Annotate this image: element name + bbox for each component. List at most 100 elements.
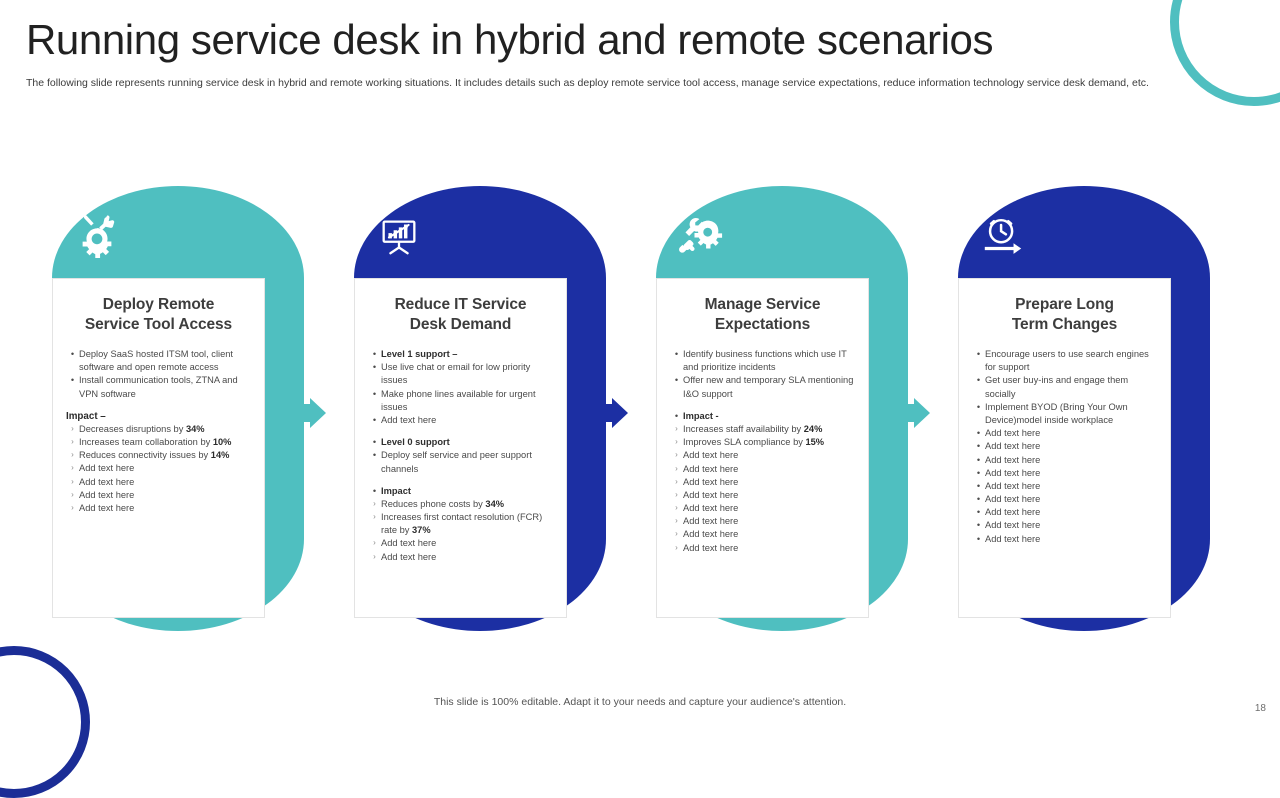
list-item: •Add text here	[972, 440, 1157, 453]
bullet-icon: •	[674, 349, 679, 360]
list-item-text: Add text here	[985, 494, 1041, 505]
chevron-icon: ›	[71, 423, 74, 433]
list-item: ›Reduces connectivity issues by 14%	[66, 449, 251, 462]
chevron-icon: ›	[675, 489, 678, 499]
list-item-text: Impact	[381, 485, 411, 496]
bullet-icon: •	[674, 410, 679, 421]
slide-header: Running service desk in hybrid and remot…	[26, 16, 1240, 91]
chevron-icon: ›	[71, 436, 74, 446]
bullet-icon: •	[976, 507, 981, 518]
list-item-text: Deploy self service and peer support cha…	[381, 450, 532, 474]
impact-label-1: Impact –	[66, 410, 106, 422]
bullet-icon: •	[70, 375, 75, 386]
list-item: ›Add text here	[670, 502, 855, 515]
list-item-text: Add text here	[683, 463, 739, 474]
bullet-icon: •	[976, 401, 981, 412]
bullet-icon: •	[372, 437, 377, 448]
bullet-icon: •	[372, 450, 377, 461]
chevron-icon: ›	[373, 512, 376, 522]
list-item-text: Add text here	[79, 476, 135, 487]
list-item: ›Add text here	[66, 476, 251, 489]
chevron-icon: ›	[71, 502, 74, 512]
list-item-text: Reduces connectivity issues by 14%	[79, 450, 230, 461]
bullet-icon: •	[976, 520, 981, 531]
list-item: • Make phone lines available for urgent i…	[368, 388, 553, 414]
list-item: •Identify business functions which use I…	[670, 348, 855, 374]
chevron-icon: ›	[675, 450, 678, 460]
list-item-text: Reduces phone costs by 34%	[381, 498, 505, 509]
list-item: ›Increases team collaboration by 10%	[66, 436, 251, 449]
bullet-icon: •	[372, 349, 377, 360]
list-item: ›Add text here	[670, 515, 855, 528]
list-item-text: Add text here	[683, 476, 739, 487]
list-item-text: Add text here	[683, 529, 739, 540]
list-item-text: Add text here	[79, 463, 135, 474]
list-item: › Add text here	[66, 462, 251, 475]
list-item: ›Reduces phone costs by 34%	[368, 498, 553, 511]
list-item-text: Install communication tools, ZTNA and VP…	[79, 375, 238, 399]
list-item: ›Add text here	[670, 449, 855, 462]
column-bullets-1: • Deploy SaaS hosted ITSM tool, client so…	[66, 348, 251, 515]
list-item: •Use live chat or email for low priority…	[368, 361, 553, 387]
list-item-text: Add text here	[683, 542, 739, 553]
gear-wrench-icon	[73, 212, 121, 260]
chevron-icon: ›	[675, 516, 678, 526]
list-item-text: Increases staff availability by 24%	[683, 423, 823, 434]
list-item-text: Improves SLA compliance by 15%	[683, 437, 825, 448]
list-item-text: Deploy SaaS hosted ITSM tool, client sof…	[79, 349, 233, 373]
list-item: • Level 1 support –	[368, 348, 553, 361]
list-item: ›Decreases disruptions by 34%	[66, 423, 251, 436]
list-item: ›Add text here	[670, 463, 855, 476]
list-item: ›Increases staff availability by 24%	[670, 423, 855, 436]
page-title: Running service desk in hybrid and remot…	[26, 16, 994, 63]
badge-1	[52, 188, 304, 284]
list-item-text: Level 1 support –	[381, 349, 458, 360]
list-item-text: Implement BYOD (Bring Your Own Device)mo…	[985, 401, 1128, 425]
flow-arrow-1	[294, 396, 328, 430]
bullet-icon: •	[674, 375, 679, 386]
list-item-text: Make phone lines available for urgent is…	[381, 388, 536, 412]
list-item-text: Add text here	[985, 480, 1041, 491]
list-item: ›Increases first contact resolution (FCR…	[368, 511, 553, 537]
list-item-text: Add text here	[683, 503, 739, 514]
chevron-icon: ›	[71, 489, 74, 499]
list-item-text: Offer new and temporary SLA mentioning I…	[683, 375, 854, 399]
bullet-icon: •	[976, 467, 981, 478]
bullet-icon: •	[70, 349, 75, 360]
list-item: • Deploy self service and peer support ch…	[368, 449, 553, 475]
footer-note: This slide is 100% editable. Adapt it to…	[433, 696, 847, 708]
bullet-icon: •	[976, 494, 981, 505]
list-item-text: Add text here	[381, 414, 437, 425]
list-item-text: Add text here	[381, 538, 437, 549]
hand-wrench-gear-icon	[677, 212, 725, 260]
flow-arrow-2	[596, 396, 630, 430]
list-item: ›Add text here	[368, 551, 553, 564]
list-item: •Add text here	[972, 533, 1157, 546]
chevron-icon: ›	[71, 463, 74, 473]
list-item: ›Add text here	[670, 476, 855, 489]
list-item: ›Improves SLA compliance by 15%	[670, 436, 855, 449]
list-item: • Deploy SaaS hosted ITSM tool, client so…	[66, 348, 251, 374]
bullet-icon: •	[976, 441, 981, 452]
list-item-text: Level 0 support	[381, 437, 450, 448]
bullet-icon: •	[372, 362, 377, 373]
list-item: ›Add text here	[66, 502, 251, 515]
column-bullets-4: •Encourage users to use search engines f…	[972, 348, 1157, 546]
list-item-text: Add text here	[381, 551, 437, 562]
list-item: •Add text here	[972, 427, 1157, 440]
column-bullets-2: • Level 1 support –•Use live chat or emai…	[368, 348, 553, 564]
chevron-icon: ›	[675, 529, 678, 539]
bullet-icon: •	[372, 388, 377, 399]
list-item-text: Add text here	[985, 454, 1041, 465]
